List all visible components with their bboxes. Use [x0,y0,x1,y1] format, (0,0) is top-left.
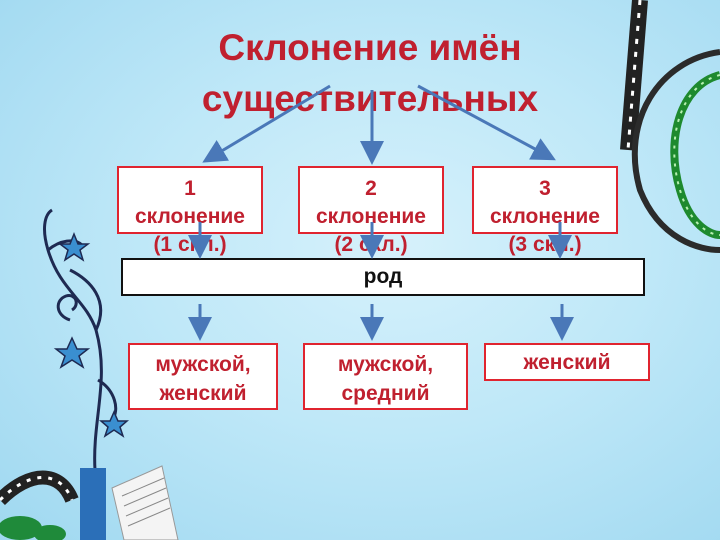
sheet-music-decoration [111,465,179,540]
ring-decoration-green [670,71,720,239]
declension-1-box: 1 склонение (1 скл.) [117,166,263,256]
declension-2-number: 2 [365,177,377,200]
gender-1-line-1: мужской, [155,353,251,376]
category-bar: род [121,258,645,296]
declension-2-word: склонение [316,205,426,228]
star-decorations [53,231,130,438]
gender-1-box: мужской, женский [128,343,278,410]
bottom-film-decoration [0,470,79,506]
slide-title: Склонение имён существительных [201,27,539,119]
declension-2-box: 2 склонение (2 скл.) [298,166,444,256]
declension-3-box: 3 склонение (3 скл.) [472,166,618,256]
gender-3-line-1: женский [523,351,611,374]
declension-3-abbr: (3 скл.) [508,233,582,256]
film-strip-decoration [620,0,648,151]
gender-2-line-1: мужской, [337,353,434,376]
gender-1-line-2: женский [159,382,247,405]
declension-1-abbr: (1 скл.) [153,233,227,256]
declension-1-number: 1 [184,177,196,200]
vase-decoration [80,468,106,540]
declension-3-word: склонение [490,205,600,228]
leaf-decoration [0,516,66,540]
ring-decoration-dark [631,49,720,253]
declension-1-word: склонение [135,205,245,228]
gender-3-box: женский [484,343,650,381]
declension-3-number: 3 [539,177,551,200]
gender-2-box: мужской, средний [303,343,468,410]
declension-2-abbr: (2 скл.) [334,233,408,256]
gender-2-line-2: средний [341,382,430,405]
